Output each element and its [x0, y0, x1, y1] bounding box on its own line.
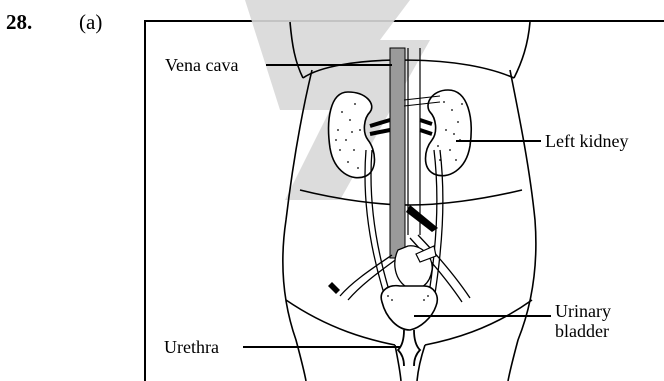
vena-cava-label: Vena cava: [165, 55, 240, 75]
urethra: [398, 330, 420, 366]
urinary-bladder-label: Urinary bladder: [553, 301, 611, 341]
left-kidney-label: Left kidney: [543, 131, 628, 151]
vena-cava: [390, 48, 405, 258]
urinary-bladder-label-line1: Urinary: [555, 301, 611, 321]
urinary-bladder-label-line2: bladder: [555, 321, 611, 341]
urethra-label: Urethra: [164, 337, 221, 357]
urinary-bladder: [381, 286, 437, 330]
